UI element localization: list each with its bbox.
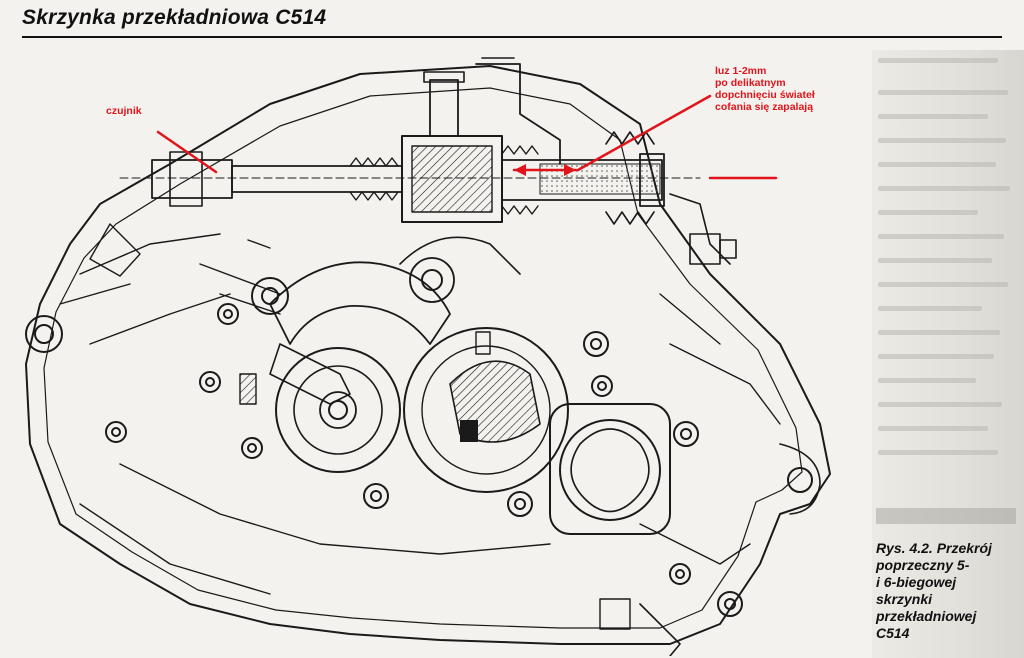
faded-text-line (878, 210, 978, 215)
sensor-label: czujnik (106, 105, 142, 117)
page-title: Skrzynka przekładniowa C514 (22, 6, 327, 29)
faded-text-line (878, 402, 1002, 407)
faded-text-line (878, 58, 998, 63)
sensor-annotation: czujnik (106, 105, 142, 117)
mounting-ear-hole (25, 315, 63, 353)
caption-line: przekładniowej (876, 608, 977, 624)
faded-text-line (878, 306, 982, 311)
faded-section-heading (876, 508, 1016, 524)
sensor-housing (151, 159, 233, 199)
differential-bore (403, 327, 569, 493)
faded-text-line (878, 450, 998, 455)
faded-text-line (878, 378, 976, 383)
bearing-block (549, 403, 671, 535)
clearance-line: dopchnięciu świateł (715, 89, 815, 101)
faded-text-line (878, 162, 996, 167)
clearance-pointer-arrow (576, 94, 712, 172)
faded-text-line (878, 90, 1008, 95)
faded-text-line (878, 330, 1000, 335)
faded-text-line (878, 114, 988, 119)
faded-text-line (878, 282, 1008, 287)
caption-line: poprzeczny 5- (876, 557, 970, 573)
input-shaft-bore (275, 347, 401, 473)
shift-rod (231, 165, 403, 193)
clearance-annotation: luz 1-2mm po delikatnym dopchnięciu świa… (715, 65, 815, 113)
faded-text-line (878, 234, 1004, 239)
caption-line: skrzynki (876, 591, 933, 607)
sensor-pointer-arrow (156, 130, 218, 174)
faded-text-line (878, 138, 1006, 143)
clearance-line: cofania się zapalają (715, 101, 814, 113)
faded-text-line (878, 186, 1010, 191)
clearance-line: luz 1-2mm (715, 65, 767, 77)
gearbox-cross-section-drawing (25, 57, 831, 656)
caption-line: Rys. 4.2. Przekrój (876, 540, 992, 556)
faded-text-line (878, 258, 992, 263)
caption-line: i 6-biegowej (876, 574, 957, 590)
housing-outline (25, 65, 831, 645)
header-rule (22, 36, 1002, 38)
page-header: Skrzynka przekładniowa C514 (22, 6, 1002, 42)
caption-line: C514 (876, 625, 910, 641)
figure-caption: Rys. 4.2. Przekrój poprzeczny 5- i 6-bie… (876, 540, 1021, 642)
adjacent-page-text (872, 50, 1024, 658)
faded-text-line (878, 426, 988, 431)
faded-text-line (878, 354, 994, 359)
clearance-line: po delikatnym (715, 77, 786, 89)
